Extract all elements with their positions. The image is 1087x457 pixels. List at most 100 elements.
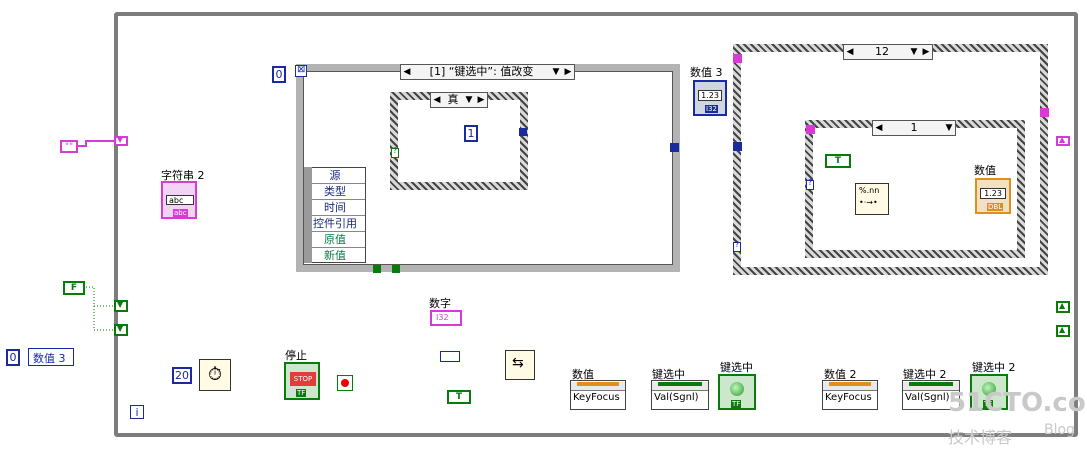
event-data-row[interactable]: 控件引用 <box>305 216 365 232</box>
shift-register-bool-2[interactable]: ▼ <box>114 324 128 336</box>
num3-indicator-label: 数值 3 <box>690 66 723 79</box>
true-constant-inner[interactable]: T <box>825 154 851 168</box>
led-type: TF <box>731 400 742 408</box>
chevron-down-icon[interactable]: ▼ <box>465 95 473 105</box>
arrow-right-icon[interactable]: ▶ <box>477 95 485 105</box>
val-sgnl2-property[interactable]: Val(Sgnl) <box>905 392 950 403</box>
shift-register-right-bool-1[interactable]: ▲ <box>1056 301 1070 313</box>
val-sgnl-property[interactable]: Val(Sgnl) <box>654 392 699 403</box>
inner-right-case-selector-label: 1 <box>910 121 918 134</box>
output-tunnel <box>519 128 527 136</box>
key-focus2-property-node[interactable]: KeyFocus <box>822 380 878 410</box>
true-constant-bottom[interactable]: T <box>447 390 471 404</box>
event-data-row[interactable]: 时间 <box>305 200 365 216</box>
string2-value: abc <box>166 195 194 205</box>
inner-case-selector-label: 真 <box>447 93 459 106</box>
shift-register-left[interactable]: ▼ <box>114 135 128 146</box>
num3-indicator[interactable]: 1.23 I32 <box>693 80 727 116</box>
loop-condition-terminal[interactable] <box>337 375 353 391</box>
arrow-right-icon[interactable]: ▶ <box>564 67 572 77</box>
key-value2-label: 数值 2 <box>824 368 857 381</box>
led2-type: TF <box>983 400 994 408</box>
key-selected-led2[interactable]: TF <box>970 374 1008 410</box>
inner-case-selector[interactable]: ◀ 真 ▼ ▶ <box>430 92 488 108</box>
stop-button-terminal[interactable]: STOP TF <box>284 362 320 400</box>
false-constant[interactable]: F <box>63 281 85 295</box>
event-bool-tunnel-1 <box>373 265 381 273</box>
stop-button: STOP <box>290 372 316 386</box>
value-indicator-label: 数值 <box>974 164 996 177</box>
num3-value: 1.23 <box>698 90 722 101</box>
event-data-row[interactable]: 新值 <box>324 249 346 262</box>
numeric-constant-one[interactable]: 1 <box>464 125 478 142</box>
inner-right-case-structure[interactable] <box>805 120 1025 258</box>
string2-label: 字符串 2 <box>161 169 205 182</box>
outer-case-selector-label: 12 <box>875 45 889 58</box>
outer-case-string-out <box>1040 108 1049 117</box>
number-control[interactable]: I32 <box>430 310 462 326</box>
key-selected-led-label: 键选中 <box>720 361 753 374</box>
event-data-row[interactable]: 类型 <box>305 184 365 200</box>
string2-indicator[interactable]: abc abc <box>161 181 197 219</box>
value-type: DBL <box>987 203 1004 211</box>
inner-right-case-selector[interactable]: ◀ 1 ▼ <box>872 120 956 136</box>
arrow-left-icon[interactable]: ◀ <box>875 123 883 133</box>
event-data-node[interactable]: 源 类型 时间 控件引用 原值 新值 <box>304 167 366 263</box>
chevron-down-icon[interactable]: ▼ <box>910 47 918 57</box>
timeout-terminal-icon[interactable]: ⊠ <box>295 64 307 77</box>
string2-type: abc <box>173 209 188 217</box>
outer-case-selector-terminal[interactable]: ? <box>733 240 741 252</box>
led-icon <box>730 382 744 396</box>
val-sgnl-property-node[interactable]: Val(Sgnl) <box>651 380 709 410</box>
chevron-down-icon[interactable]: ▼ <box>945 123 953 133</box>
wait-ms-constant[interactable]: 20 <box>172 367 192 384</box>
value-value: 1.23 <box>980 188 1006 199</box>
watermark-blog: Blog <box>1044 422 1075 438</box>
stop-type: TF <box>296 389 307 397</box>
value-indicator[interactable]: 1.23 DBL <box>975 178 1011 214</box>
stop-if-true-icon <box>341 379 349 387</box>
key-selected-led[interactable]: TF <box>718 374 756 410</box>
watermark-tagline: 技术博客 <box>948 428 1013 447</box>
event-timeout-constant[interactable]: 0 <box>272 66 286 83</box>
event-data-row[interactable]: 原值 <box>305 232 365 248</box>
bool-wire-1 <box>86 268 378 307</box>
key-focus-property[interactable]: KeyFocus <box>573 392 620 403</box>
format-function[interactable]: %.nn •·→• <box>855 183 889 215</box>
format-icon: %.nn <box>859 186 880 195</box>
arrow-left-icon[interactable]: ◀ <box>846 47 854 57</box>
inner-case-structure[interactable] <box>390 92 528 190</box>
arrow-left-icon[interactable]: ◀ <box>403 67 411 77</box>
inner-right-selector-terminal[interactable]: ? <box>806 178 814 190</box>
key-focus2-property[interactable]: KeyFocus <box>825 392 872 403</box>
arrow-right-icon[interactable]: ▶ <box>922 47 930 57</box>
shift-register-right-bool-2[interactable]: ▲ <box>1056 325 1070 337</box>
num3-local-label: 数值 3 <box>33 352 66 365</box>
num3-constant[interactable]: 0 <box>6 349 20 366</box>
arrow-left-icon[interactable]: ◀ <box>433 95 441 105</box>
key-selected-label: 键选中 <box>652 368 685 381</box>
outer-case-string-tunnel <box>733 54 742 63</box>
shift-register-right[interactable]: ▲ <box>1056 135 1070 146</box>
select-function[interactable]: ⇆ <box>505 350 535 380</box>
chevron-down-icon[interactable]: ▼ <box>552 67 560 77</box>
num3-type: I32 <box>705 105 718 113</box>
event-selector[interactable]: ◀ [1] “键选中”: 值改变 ▼ ▶ <box>400 64 575 80</box>
shift-register-bool-1[interactable]: ▼ <box>114 300 128 312</box>
key-focus-property-node[interactable]: KeyFocus <box>570 380 626 410</box>
case-selector-terminal[interactable]: ? <box>391 146 399 158</box>
wait-function[interactable]: ⏱ <box>199 359 231 391</box>
outer-case-selector[interactable]: ◀ 12 ▼ ▶ <box>843 44 933 60</box>
key-selected-led2-label: 键选中 2 <box>972 361 1016 374</box>
key-value-label: 数值 <box>572 368 594 381</box>
num3-local-variable[interactable]: 数值 3 <box>28 348 74 366</box>
outer-case-num-tunnel <box>733 142 742 151</box>
empty-string-constant[interactable]: "" <box>60 140 78 153</box>
watermark-site: 51CTO.com <box>948 388 1087 418</box>
val-sgnl2-property-node[interactable]: Val(Sgnl) <box>902 380 960 410</box>
iteration-terminal[interactable]: i <box>130 405 144 419</box>
event-data-row[interactable]: 源 <box>305 168 365 184</box>
select-icon: ⇆ <box>512 355 524 371</box>
conversion-node[interactable] <box>440 351 460 362</box>
event-data-node-handle[interactable] <box>304 167 312 263</box>
